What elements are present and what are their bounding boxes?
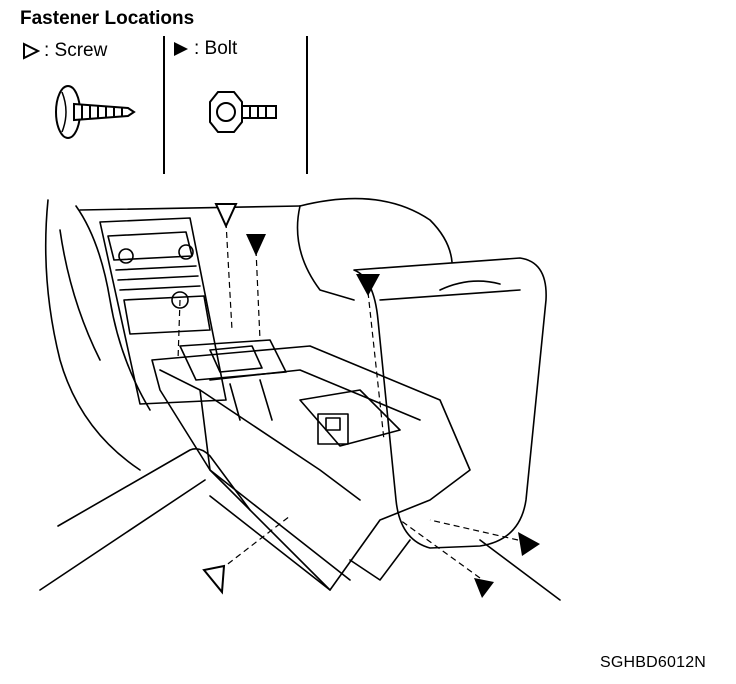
fastener-legend: : Screw : Bolt xyxy=(18,36,308,174)
leader-lines xyxy=(177,221,519,579)
legend-label-screw: : Screw xyxy=(44,40,108,61)
fastener-markers xyxy=(202,203,540,598)
legend-label-bolt: : Bolt xyxy=(194,38,238,59)
filled-triangle-icon xyxy=(174,41,188,56)
bolt-marker-top xyxy=(246,234,266,256)
legend-right-border xyxy=(306,36,308,174)
hollow-triangle-icon xyxy=(23,42,40,60)
screw-marker-bottom xyxy=(202,564,226,595)
legend-item-screw: : Screw xyxy=(18,36,163,174)
screw-marker-top xyxy=(214,203,238,229)
center-stack xyxy=(99,217,227,405)
bolt-illustration xyxy=(209,91,277,133)
dashboard-outline xyxy=(44,199,141,471)
seat-outline xyxy=(299,197,453,263)
legend-item-bolt: : Bolt xyxy=(166,36,306,174)
bolt-marker-right-lower xyxy=(474,578,494,598)
legend-divider xyxy=(163,36,165,174)
bolt-marker-right-upper xyxy=(518,532,540,556)
figure-id: SGHBD6012N xyxy=(600,654,707,671)
diagram-title: Fastener Locations xyxy=(20,8,195,29)
bolt-marker-armrest xyxy=(356,274,380,296)
console-body xyxy=(151,345,471,591)
armrest-lid xyxy=(353,257,547,549)
screw-illustration xyxy=(55,85,136,139)
